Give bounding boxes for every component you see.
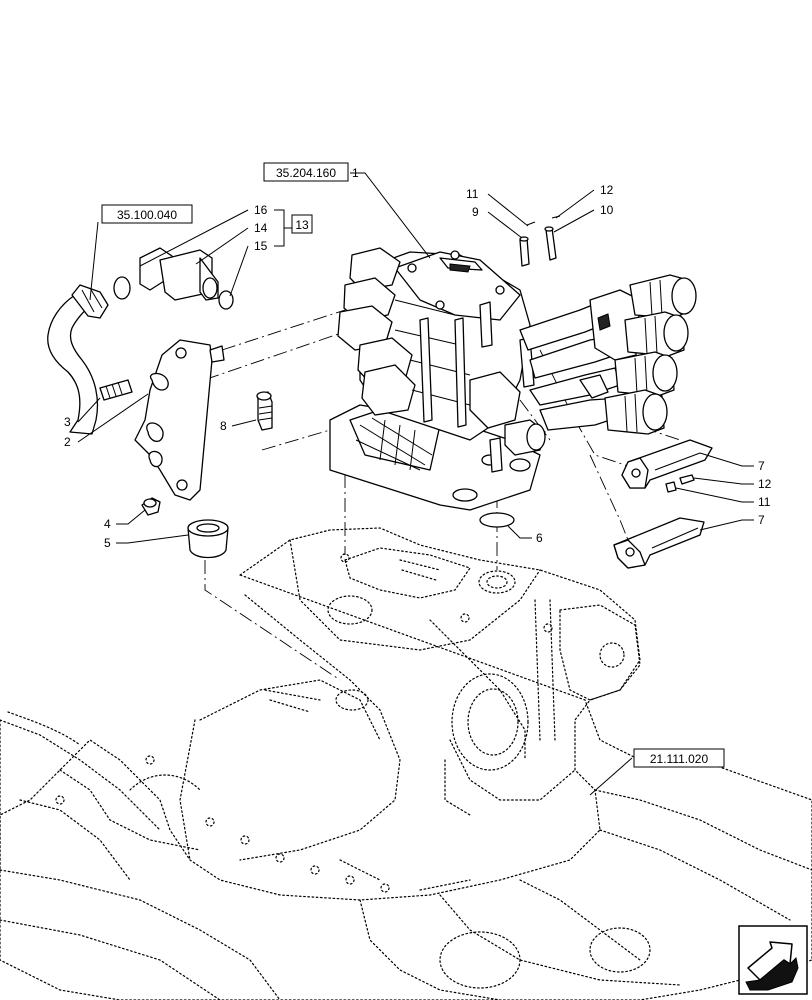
callout-15: 15 bbox=[254, 239, 268, 253]
svg-text:35.204.160: 35.204.160 bbox=[276, 166, 336, 180]
reference-box-housing: 21.111.020 bbox=[633, 748, 725, 768]
callout-2: 2 bbox=[64, 435, 71, 449]
screw-3 bbox=[99, 379, 133, 401]
callout-10: 10 bbox=[600, 203, 614, 217]
callout-7-upper: 7 bbox=[758, 459, 765, 473]
callout-11-top: 11 bbox=[466, 187, 479, 201]
control-valve-assembly bbox=[329, 215, 697, 511]
pin-9 bbox=[519, 237, 530, 267]
callout-leaders bbox=[77, 172, 754, 796]
screw-8 bbox=[257, 391, 273, 431]
callout-1: 1 bbox=[352, 166, 359, 180]
callout-labels: 1 2 3 4 5 6 7 7 8 9 10 11 11 12 12 14 15… bbox=[64, 166, 772, 550]
callout-12-right: 12 bbox=[758, 477, 772, 491]
hydraulic-hose bbox=[47, 284, 109, 435]
svg-text:35.100.040: 35.100.040 bbox=[117, 208, 177, 222]
callout-14: 14 bbox=[254, 221, 268, 235]
control-lever-lower bbox=[613, 517, 705, 569]
callout-4: 4 bbox=[104, 517, 111, 531]
next-page-arrow-icon[interactable] bbox=[738, 925, 808, 995]
svg-text:21.111.020: 21.111.020 bbox=[650, 752, 709, 766]
callout-7-lower: 7 bbox=[758, 513, 765, 527]
adapter-assembly bbox=[113, 247, 234, 310]
callout-6: 6 bbox=[536, 531, 543, 545]
pin-12 bbox=[679, 474, 695, 485]
control-lever-upper bbox=[621, 439, 713, 493]
o-ring-16 bbox=[113, 276, 131, 300]
callout-3: 3 bbox=[64, 415, 71, 429]
reference-box-hose: 35.100.040 bbox=[101, 204, 193, 224]
callout-5: 5 bbox=[104, 536, 111, 550]
fasteners bbox=[141, 391, 273, 559]
o-ring-6 bbox=[479, 512, 515, 528]
tractor-housing-outline bbox=[0, 527, 812, 1000]
mounting-bracket bbox=[99, 339, 225, 501]
clip-11 bbox=[665, 481, 677, 493]
reference-box-assembly-13: 13 bbox=[291, 214, 313, 234]
svg-text:13: 13 bbox=[295, 218, 309, 232]
reference-box-main-valve: 35.204.160 bbox=[263, 162, 349, 182]
callout-12-top: 12 bbox=[600, 183, 614, 197]
callout-11-right: 11 bbox=[758, 495, 771, 509]
callout-9: 9 bbox=[472, 205, 479, 219]
pin-10 bbox=[545, 227, 557, 261]
callout-8: 8 bbox=[220, 419, 227, 433]
o-ring-15 bbox=[218, 290, 234, 310]
callout-16: 16 bbox=[254, 203, 268, 217]
quick-couplers bbox=[604, 274, 697, 435]
